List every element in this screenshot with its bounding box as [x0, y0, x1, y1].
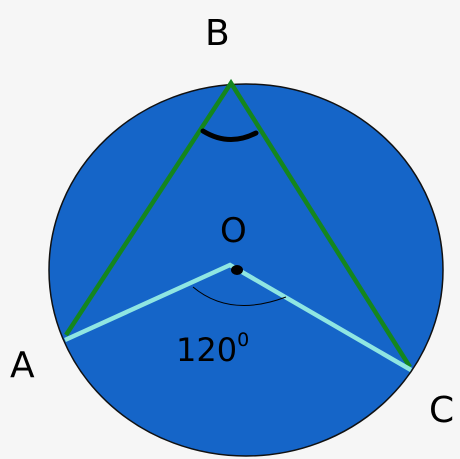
angle-degree-mark: 0: [237, 329, 249, 351]
chord-ab-bc: [64, 78, 412, 369]
radii-oa-oc: [64, 262, 413, 372]
angle-o-arc: [192, 286, 287, 306]
label-b: B: [205, 13, 230, 54]
angle-value: 120: [176, 331, 237, 369]
angle-value-label: 1200: [176, 329, 249, 369]
label-o: O: [220, 211, 247, 251]
label-c: C: [429, 390, 454, 431]
center-dot: [231, 265, 243, 275]
circle: [48, 83, 444, 457]
angle-b-arc-mark: [200, 128, 259, 142]
label-a: A: [10, 345, 35, 386]
